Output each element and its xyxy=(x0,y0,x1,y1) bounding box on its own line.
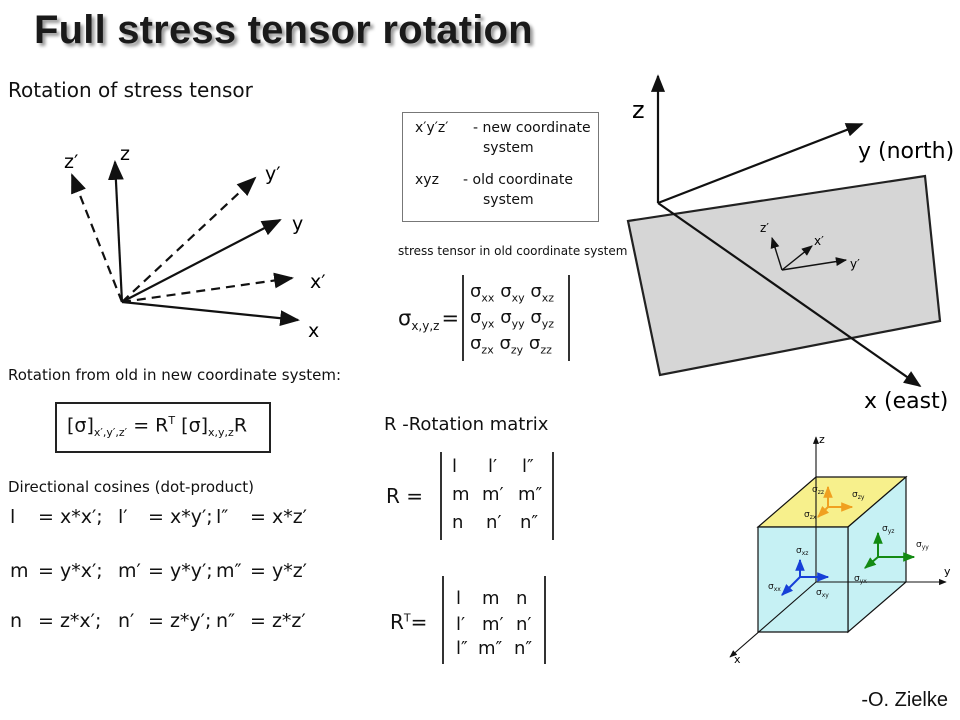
tensor-row-3: σzx σzy σzz xyxy=(470,333,552,357)
plane-z-prime-label: z′ xyxy=(760,221,769,235)
z-prime-label: z′ xyxy=(64,151,78,173)
equals-sign: = xyxy=(441,306,460,330)
tensor-row-2: σyx σyy σyz xyxy=(470,307,555,331)
plane-x-prime-axis xyxy=(781,245,813,271)
label-syz: σyz xyxy=(882,524,894,535)
label-sxy: σxy xyxy=(816,588,829,599)
plane-z-label: z xyxy=(632,96,645,124)
label-syy: σyy xyxy=(916,540,929,551)
RT-matrix: l m n l′ m′ n′ l″ m″ n″ xyxy=(442,576,546,664)
legend-old-desc-1: - old coordinate xyxy=(463,172,573,188)
page-title: Full stress tensor rotation xyxy=(34,8,533,52)
cube-x-label: x xyxy=(734,653,741,666)
cosines-heading: Directional cosines (dot-product) xyxy=(8,478,255,496)
rotation-axes-diagram: z′ z y′ y x′ x xyxy=(64,143,326,342)
sigma-xyz-label: σx,y,z= xyxy=(398,306,459,333)
sigma-xyz-subscript: x,y,z xyxy=(411,319,440,334)
x-prime-axis xyxy=(121,272,294,304)
plane-y-axis xyxy=(657,122,864,205)
label-szy: σzy xyxy=(852,490,865,501)
rotation-matrix-heading: R -Rotation matrix xyxy=(384,414,549,435)
y-axis xyxy=(121,219,282,303)
legend-new-desc-2: system xyxy=(483,140,534,156)
plane-x-prime-label: x′ xyxy=(814,234,824,248)
cube-front-face xyxy=(757,526,849,633)
cosines-table: l = x*x′; l′ = x*y′; l″ = x*z′ m = y*x′;… xyxy=(10,506,307,632)
plane-x-label: x (east) xyxy=(864,389,948,414)
rotation-heading: Rotation of stress tensor xyxy=(8,78,253,102)
legend-new-desc-1: - new coordinate xyxy=(473,120,591,136)
sigma-symbol: σ xyxy=(398,306,412,330)
x-label: x xyxy=(308,320,319,342)
label-sxx: σxx xyxy=(768,582,781,593)
y-prime-label: y′ xyxy=(265,163,281,185)
z-prime-axis xyxy=(70,173,124,303)
rotation-equation: [σ]x′,y′,z′ = RT [σ]x,y,zR xyxy=(67,414,248,440)
y-prime-axis xyxy=(121,176,257,303)
x-axis xyxy=(121,300,300,327)
plane-y-label: y (north) xyxy=(858,139,954,164)
plane-rotation-diagram: z y (north) x (east) z′ x′ y′ xyxy=(626,74,954,414)
arrow-szx xyxy=(817,505,830,518)
arrow-sxx xyxy=(781,576,801,596)
rotation-equation-box: [σ]x′,y′,z′ = RT [σ]x,y,zR xyxy=(55,402,271,453)
plane-x-axis xyxy=(657,202,922,388)
label-szx: σzx xyxy=(804,510,817,521)
label-sxz: σxz xyxy=(796,546,808,557)
author-credit: -O. Zielke xyxy=(861,689,948,711)
RT-label: RT= xyxy=(390,610,428,634)
R-matrix: l l′ l″ m m′ m″ n n′ n″ xyxy=(440,452,554,540)
z-label: z xyxy=(120,143,130,165)
cube-x-axis xyxy=(729,581,817,658)
rotation-from-heading: Rotation from old in new coordinate syst… xyxy=(8,366,342,384)
x-prime-label: x′ xyxy=(310,271,326,293)
tensor-row-1: σxx σxy σxz xyxy=(470,281,555,305)
rotated-plane xyxy=(626,174,942,377)
stress-cube-diagram: z y x σzz σzy σzx σyz σyy σyx σxz σxx σx… xyxy=(729,433,951,666)
z-axis xyxy=(107,160,124,303)
label-szz: σzz xyxy=(812,485,824,496)
old-stress-tensor-matrix: σxx σxy σxz σyx σyy σyz σzx σzy σzz xyxy=(462,275,570,361)
arrow-syx xyxy=(864,556,879,569)
cube-z-label: z xyxy=(819,433,825,446)
plane-z-prime-axis xyxy=(770,236,783,271)
y-label: y xyxy=(292,213,303,235)
legend-new-symbol: x′y′z′ xyxy=(415,120,449,136)
plane-y-prime-label: y′ xyxy=(850,257,860,271)
legend-old-symbol: xyz xyxy=(415,172,439,188)
old-tensor-caption: stress tensor in old coordinate system xyxy=(398,244,628,258)
plane-y-prime-axis xyxy=(781,257,848,271)
R-label: R = xyxy=(386,484,424,508)
legend-old-desc-2: system xyxy=(483,192,534,208)
label-syx: σyx xyxy=(854,574,867,585)
coordinate-legend: x′y′z′ - new coordinate system xyz - old… xyxy=(402,112,599,222)
cube-y-label: y xyxy=(944,565,951,578)
